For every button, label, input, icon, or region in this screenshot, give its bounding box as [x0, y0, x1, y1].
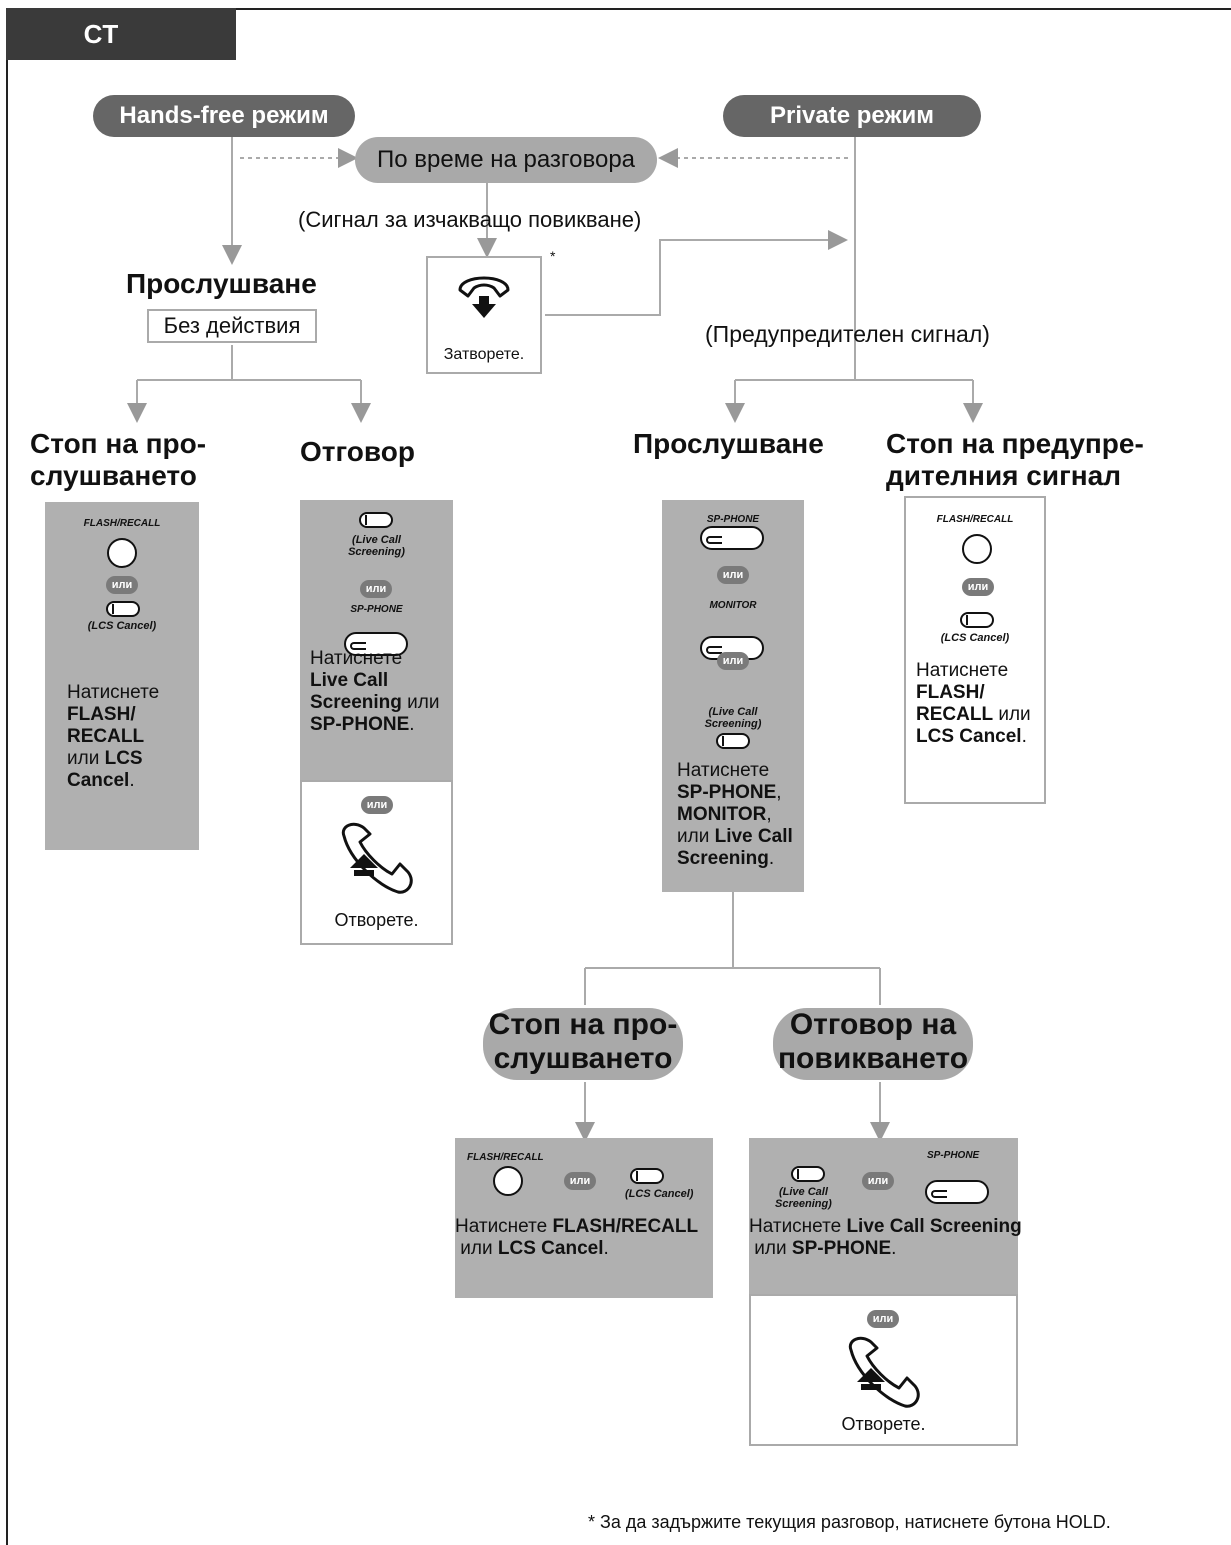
or-badge: или — [361, 796, 393, 814]
sp-phone-button[interactable] — [344, 632, 408, 656]
during-call-pill: По време на разговора — [355, 137, 657, 183]
listening-panel: SP-PHONE или MONITOR или (Live Call Scre… — [662, 500, 804, 892]
answer-desc: Натиснете Live Call Screening или SP-PHO… — [310, 648, 440, 735]
stop-warning-panel: FLASH/RECALL или (LCS Cancel) Натиснете … — [904, 496, 1046, 804]
flash-recall-label: FLASH/RECALL — [467, 1152, 544, 1163]
or-badge: или — [564, 1172, 596, 1190]
stop-warning-desc: Натиснете FLASH/ RECALL или LCS Cancel. — [916, 660, 1031, 747]
sp-phone-label: SP-PHONE — [350, 604, 403, 615]
or-badge: или — [862, 1172, 894, 1190]
live-call-screening-label: (Live Call Screening) — [775, 1186, 832, 1210]
frame-top-border — [6, 8, 1231, 10]
listening-desc: Натиснете SP-PHONE, MONITOR, или Live Ca… — [677, 760, 793, 869]
monitor-button[interactable] — [700, 636, 764, 660]
answer-panel: (Live Call Screening) или SP-PHONE Натис… — [300, 500, 453, 780]
sp-phone-label: SP-PHONE — [927, 1150, 980, 1161]
live-call-screening-button[interactable] — [359, 512, 393, 528]
bottom-stop-desc: Натиснете FLASH/RECALL или LCS Cancel. — [455, 1216, 699, 1259]
handset-up-icon — [848, 1336, 920, 1408]
hands-free-mode-pill: Hands-free режим — [93, 95, 355, 137]
flash-recall-label: FLASH/RECALL — [83, 518, 161, 529]
footnote-asterisk: * — [550, 248, 556, 264]
sp-phone-button[interactable] — [925, 1180, 989, 1204]
lcs-cancel-button[interactable] — [960, 612, 994, 628]
answer-lift-box: или Отворете. — [300, 780, 453, 945]
or-badge: или — [717, 652, 749, 670]
live-call-screening-label: (Live Call Screening) — [704, 706, 762, 730]
monitor-label: MONITOR — [709, 600, 757, 611]
live-call-screening-button[interactable] — [791, 1166, 825, 1182]
flash-recall-button[interactable] — [493, 1166, 523, 1196]
waiting-call-signal-label: (Сигнал за изчакващо повикване) — [298, 207, 642, 232]
no-action-box: Без действия — [147, 309, 317, 343]
stop-listening-panel: FLASH/RECALL или (LCS Cancel) Натиснете … — [45, 502, 199, 850]
lcs-cancel-button[interactable] — [630, 1168, 664, 1184]
or-badge: или — [717, 566, 749, 584]
hold-footnote: * За да задържите текущия разговор, нати… — [588, 1512, 1111, 1532]
sp-phone-label: SP-PHONE — [706, 514, 760, 525]
stop-listening-desc: Натиснете FLASH/ RECALL или LCS Cancel. — [67, 682, 160, 791]
listening-heading-right: Прослушване — [633, 428, 824, 459]
handset-up-icon — [341, 822, 413, 894]
lcs-cancel-label: (LCS Cancel) — [625, 1188, 694, 1200]
listening-heading-left: Прослушване — [126, 268, 317, 299]
flash-recall-button[interactable] — [107, 538, 137, 568]
hang-up-label: Затворете. — [443, 346, 525, 363]
lcs-cancel-button[interactable] — [106, 601, 140, 617]
open-label: Отворете. — [841, 1414, 926, 1434]
live-call-screening-label: (Live Call Screening) — [348, 534, 405, 558]
lcs-cancel-label: (LCS Cancel) — [87, 620, 157, 632]
open-label: Отворете. — [334, 910, 419, 930]
or-badge: или — [106, 576, 138, 594]
or-badge: или — [867, 1310, 899, 1328]
answer-heading: Отговор — [300, 436, 415, 467]
private-mode-pill: Private режим — [723, 95, 981, 137]
stop-listening-heading: Стоп на про- слушването — [30, 428, 207, 491]
bottom-answer-lift-box: или Отворете. — [749, 1294, 1018, 1446]
or-badge: или — [360, 580, 392, 598]
frame-left-border — [6, 8, 8, 1545]
flash-recall-button[interactable] — [962, 534, 992, 564]
flash-recall-label: FLASH/RECALL — [936, 514, 1014, 525]
bottom-stop-panel: FLASH/RECALL или (LCS Cancel) Натиснете … — [455, 1138, 713, 1298]
section-tab: CT — [6, 8, 236, 60]
stop-listening-pill: Стоп на про- слушването — [483, 1008, 683, 1080]
answer-call-pill: Отговор на повикването — [773, 1008, 973, 1080]
bottom-answer-panel: (Live Call Screening) или SP-PHONE Натис… — [749, 1138, 1022, 1294]
lcs-cancel-label: (LCS Cancel) — [940, 632, 1010, 644]
bottom-answer-desc: Натиснете Live Call Screening или SP-PHO… — [749, 1216, 1022, 1259]
warning-signal-label: (Предупредителен сигнал) — [705, 321, 990, 347]
stop-warning-heading: Стоп на предупре- дителния сигнал — [886, 428, 1144, 491]
hang-up-box: Затворете. — [426, 256, 542, 374]
live-call-screening-button[interactable] — [716, 733, 750, 749]
sp-phone-button[interactable] — [700, 526, 764, 550]
or-badge: или — [962, 578, 994, 596]
handset-down-icon — [458, 276, 510, 318]
